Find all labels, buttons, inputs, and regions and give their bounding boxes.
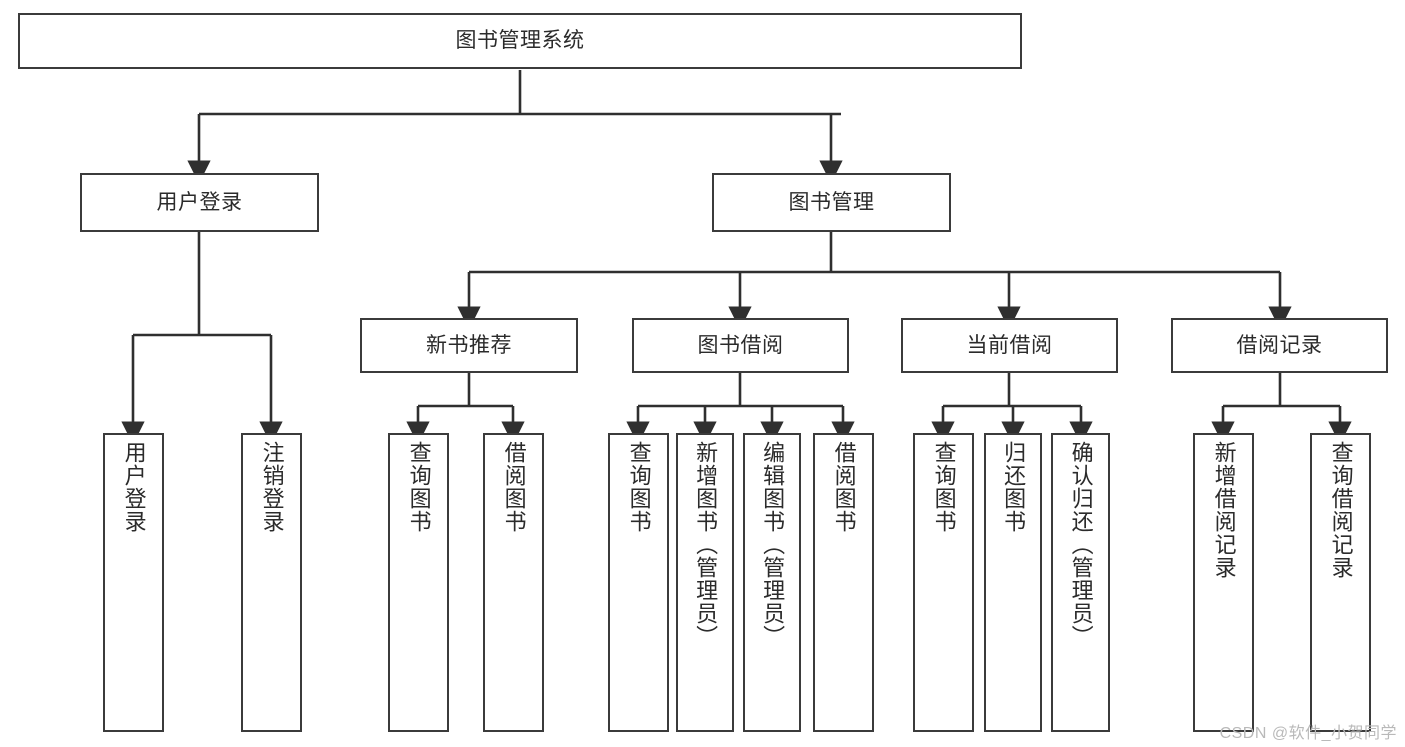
node-leaf-user-logout[interactable]: 注销登录	[241, 433, 302, 732]
node-borrow-record-label: 借阅记录	[1236, 333, 1323, 357]
node-leaf-edit-book-label: 编辑图书（管理员）	[760, 441, 786, 648]
node-leaf-query-book-3[interactable]: 查询图书	[913, 433, 974, 732]
node-current-borrow-label: 当前借阅	[966, 333, 1053, 357]
node-book-borrow[interactable]: 图书借阅	[632, 318, 849, 373]
node-leaf-return-book-label: 归还图书	[1001, 441, 1027, 533]
node-root[interactable]: 图书管理系统	[18, 13, 1022, 69]
node-new-book-rec[interactable]: 新书推荐	[360, 318, 578, 373]
node-leaf-borrow-book-2-label: 借阅图书	[831, 441, 857, 533]
node-leaf-query-record-label: 查询借阅记录	[1328, 441, 1354, 579]
node-leaf-query-record[interactable]: 查询借阅记录	[1310, 433, 1371, 732]
node-leaf-confirm-return-label: 确认归还（管理员）	[1068, 441, 1094, 648]
node-leaf-query-book-2-label: 查询图书	[626, 441, 652, 533]
node-leaf-return-book[interactable]: 归还图书	[984, 433, 1042, 732]
node-borrow-record[interactable]: 借阅记录	[1171, 318, 1388, 373]
node-user-login-label: 用户登录	[156, 190, 243, 214]
node-leaf-query-book-1[interactable]: 查询图书	[388, 433, 449, 732]
node-leaf-user-login-label: 用户登录	[121, 441, 147, 533]
node-leaf-borrow-book-2[interactable]: 借阅图书	[813, 433, 874, 732]
node-leaf-borrow-book-1-label: 借阅图书	[501, 441, 527, 533]
node-leaf-add-record-label: 新增借阅记录	[1211, 441, 1237, 579]
node-leaf-query-book-3-label: 查询图书	[931, 441, 957, 533]
node-book-borrow-label: 图书借阅	[697, 333, 784, 357]
node-leaf-add-book-label: 新增图书（管理员）	[693, 441, 719, 648]
node-leaf-user-login[interactable]: 用户登录	[103, 433, 164, 732]
node-leaf-confirm-return[interactable]: 确认归还（管理员）	[1051, 433, 1110, 732]
node-leaf-add-record[interactable]: 新增借阅记录	[1193, 433, 1254, 732]
node-new-book-rec-label: 新书推荐	[426, 333, 512, 357]
node-leaf-query-book-2[interactable]: 查询图书	[608, 433, 669, 732]
node-leaf-user-logout-label: 注销登录	[259, 441, 285, 533]
node-book-manage[interactable]: 图书管理	[712, 173, 951, 232]
node-user-login[interactable]: 用户登录	[80, 173, 319, 232]
node-leaf-query-book-1-label: 查询图书	[406, 441, 432, 533]
node-leaf-borrow-book-1[interactable]: 借阅图书	[483, 433, 544, 732]
node-leaf-add-book[interactable]: 新增图书（管理员）	[676, 433, 734, 732]
node-leaf-edit-book[interactable]: 编辑图书（管理员）	[743, 433, 801, 732]
node-book-manage-label: 图书管理	[788, 190, 875, 214]
node-current-borrow[interactable]: 当前借阅	[901, 318, 1118, 373]
node-root-label: 图书管理系统	[455, 29, 585, 53]
